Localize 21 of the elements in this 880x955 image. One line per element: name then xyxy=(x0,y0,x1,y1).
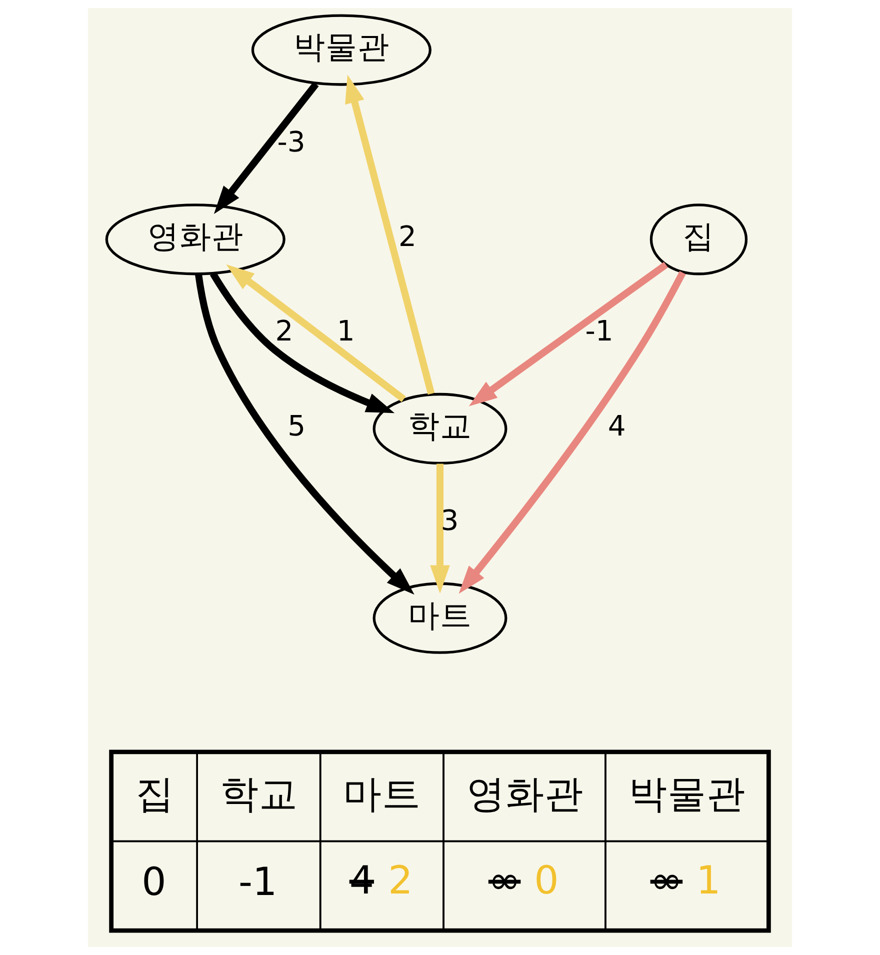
label: ∞ xyxy=(488,858,521,904)
edge-label: 1 xyxy=(336,314,355,348)
edge-label: -3 xyxy=(277,125,306,158)
label: 영화관 xyxy=(466,772,584,818)
label: -1 xyxy=(238,860,278,906)
label: ∞ xyxy=(650,858,683,904)
edge-label: 2 xyxy=(275,314,294,348)
edge-label: -1 xyxy=(585,314,614,348)
edge-label: 3 xyxy=(440,504,459,538)
edge-label: 2 xyxy=(398,220,416,254)
edge-label: 5 xyxy=(288,409,306,442)
label: 집 xyxy=(136,772,175,818)
label: 2 xyxy=(388,858,413,904)
label: 0 xyxy=(534,858,559,904)
label: 박물관 xyxy=(628,772,746,818)
edge-label: 4 xyxy=(608,409,626,442)
label: 1 xyxy=(696,858,721,904)
label: 마트 xyxy=(343,772,422,818)
label: 0 xyxy=(142,860,166,906)
label: 학교 xyxy=(220,772,298,818)
label: 4 xyxy=(349,858,374,904)
